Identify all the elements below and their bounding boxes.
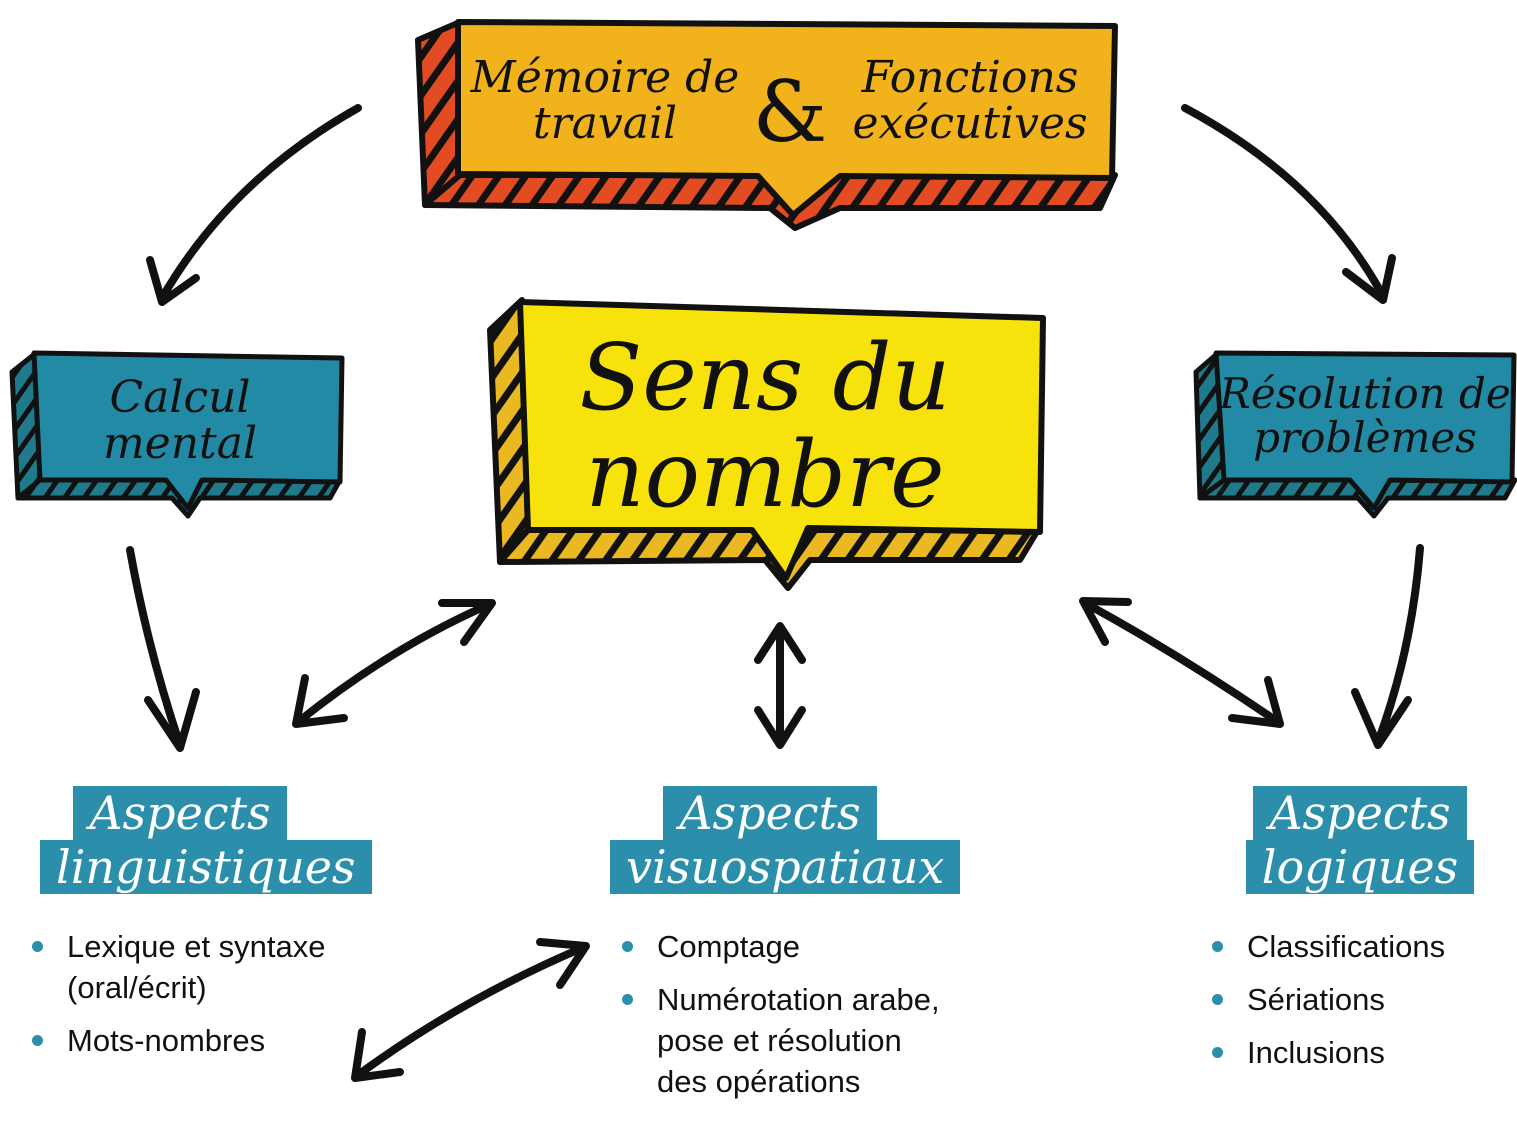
left-bubble <box>9 350 345 519</box>
logical-list: Classifications Sériations Inclusions <box>1210 926 1510 1085</box>
aspect-logical-line1: Aspects <box>1253 786 1467 840</box>
list-item: Sériations <box>1210 979 1510 1020</box>
aspect-visuospatial-line2: visuospatiaux <box>610 840 961 894</box>
arrow-sens-logical <box>1079 597 1284 728</box>
top-bubble-left-text: Mémoire de travail <box>470 52 740 150</box>
right-bubble-text: Résolution de problèmes <box>1219 369 1511 463</box>
visuospatial-list: Comptage Numérotation arabe, pose et rés… <box>620 926 940 1114</box>
aspect-linguistic-line2: linguistiques <box>40 840 372 894</box>
left-bubble-text: Calcul mental <box>102 372 258 470</box>
aspect-linguistic-label: Aspects linguistiques <box>40 786 372 894</box>
right-bubble-face <box>1213 350 1517 511</box>
ampersand: & <box>752 63 828 161</box>
arrow-sens-visuospatial <box>754 622 806 749</box>
center-bubble <box>487 297 1046 591</box>
list-item: Mots-nombres <box>30 1020 330 1061</box>
aspect-visuospatial-label: Aspects visuospatiaux <box>610 786 961 894</box>
arrow-top-to-calcul <box>146 104 362 306</box>
list-item: Inclusions <box>1210 1032 1510 1073</box>
aspect-visuospatial-line1: Aspects <box>663 786 877 840</box>
top-bubble-right-text: Fonctions exécutives <box>852 52 1088 150</box>
list-item: Comptage <box>620 926 940 967</box>
left-bubble-face <box>31 350 345 511</box>
arrow-calcul-to-linguistic <box>126 546 200 752</box>
list-item: Numérotation arabe, pose et résolution d… <box>620 979 940 1102</box>
aspect-linguistic-line1: Aspects <box>73 786 287 840</box>
aspect-logical-line2: logiques <box>1245 840 1475 894</box>
arrow-sens-linguistic <box>292 599 496 728</box>
arrow-linguistic-visuospatial <box>351 938 590 1082</box>
linguistic-list: Lexique et syntaxe (oral/écrit) Mots-nom… <box>30 926 330 1073</box>
arrow-resolution-to-logical <box>1351 544 1424 749</box>
top-bubble <box>415 19 1118 231</box>
list-item: Lexique et syntaxe (oral/écrit) <box>30 926 330 1008</box>
arrow-top-to-resolution <box>1181 104 1396 304</box>
list-item: Classifications <box>1210 926 1510 967</box>
center-bubble-text: Sens du nombre <box>579 324 951 528</box>
top-bubble-face <box>455 19 1118 218</box>
right-bubble <box>1193 350 1517 519</box>
center-bubble-face <box>517 299 1046 581</box>
aspect-logical-label: Aspects logiques <box>1240 786 1480 894</box>
